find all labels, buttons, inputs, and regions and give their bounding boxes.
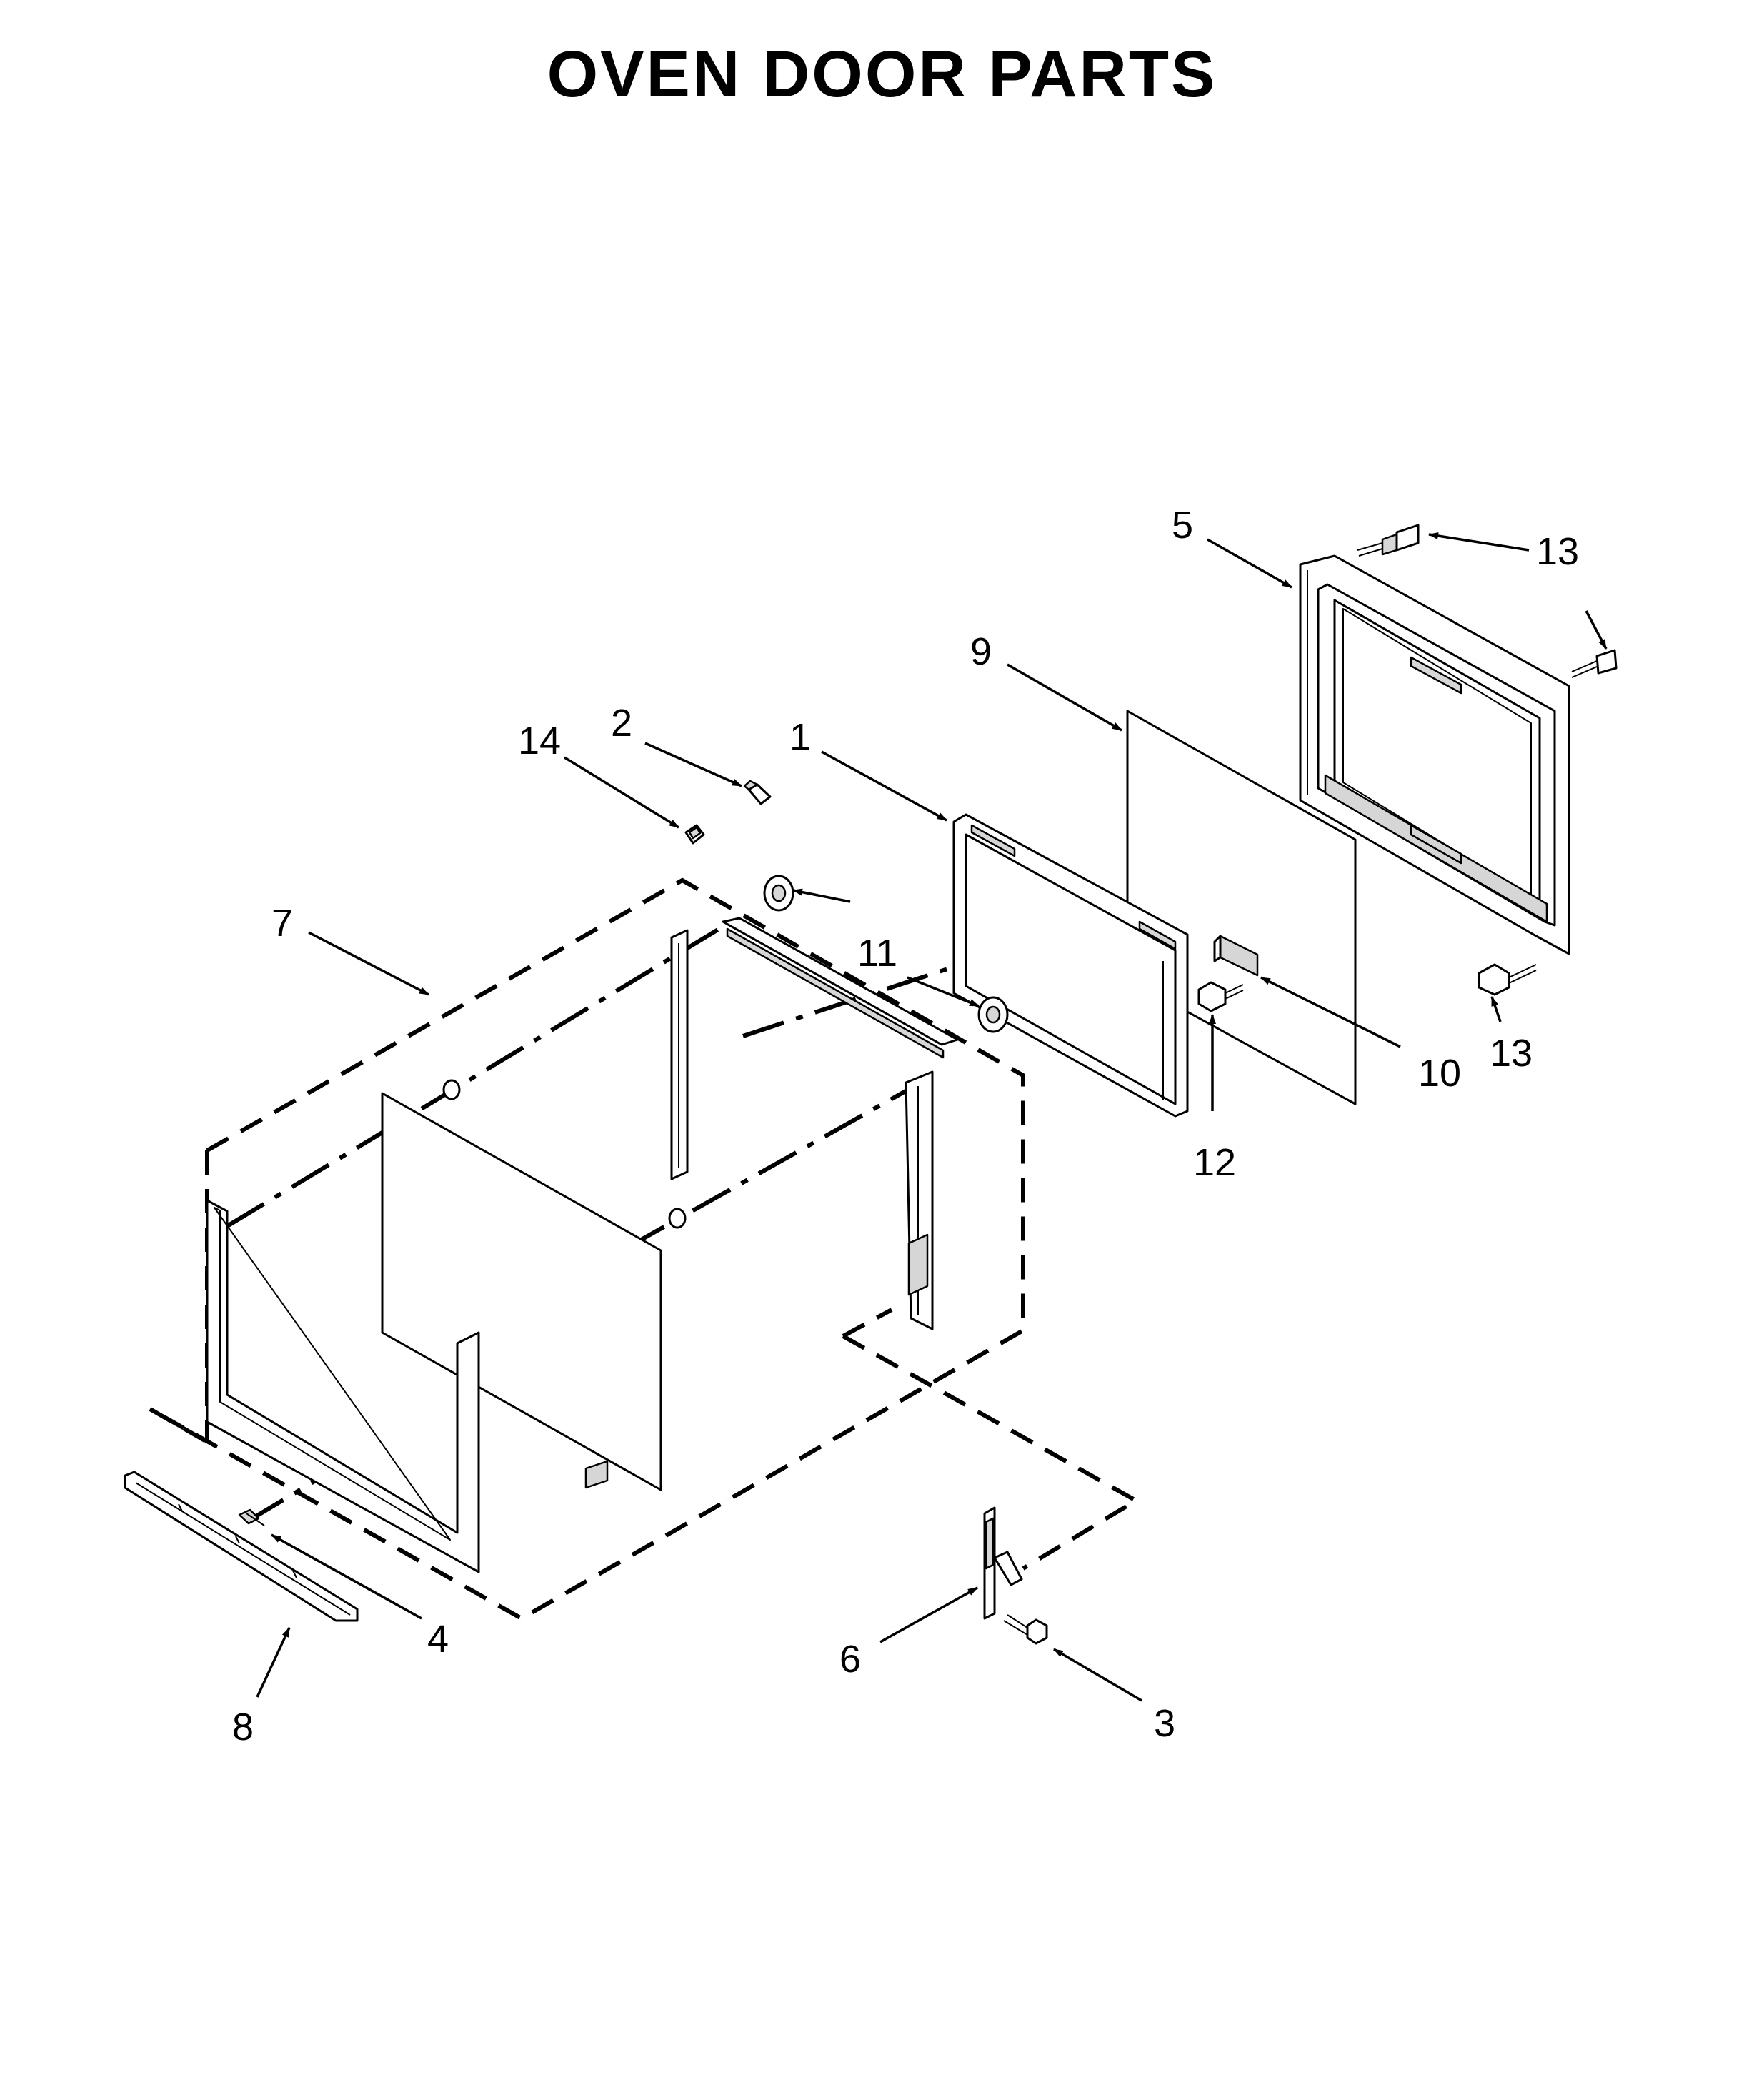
outer-door-frame [1299,554,1570,955]
screw-right [1571,649,1618,678]
callout-7: 7 [271,902,293,945]
roller-bottom [977,996,1009,1033]
screw-bottom-right [1478,963,1537,996]
handle-screw [238,1508,265,1526]
screw-top-left [1357,524,1420,557]
clip-part [743,780,772,805]
callout-6: 6 [839,1638,861,1681]
leader-lines [256,532,1608,1702]
callout-3: 3 [1154,1702,1175,1745]
callout-1: 1 [789,716,811,759]
callout-5: 5 [1172,504,1193,547]
bracket-screw [1197,981,1244,1012]
callout-12: 12 [1193,1141,1236,1184]
callout-13-bottom: 13 [1490,1032,1533,1075]
callout-13-top: 13 [1536,530,1579,573]
callout-4: 4 [427,1618,449,1661]
callout-9: 9 [970,630,992,673]
callout-14: 14 [518,720,561,762]
door-front-frame [206,1199,480,1573]
callout-11: 11 [857,932,897,975]
small-bracket-part [684,824,705,845]
callout-labels: 5 13 9 1 2 14 7 11 10 13 12 4 6 3 8 [232,504,1579,1748]
door-bracket [1213,935,1259,977]
inner-door-frame [952,813,1189,1118]
diagram-title: OVEN DOOR PARTS [547,38,1217,111]
door-hinge [983,1506,1023,1620]
callout-10: 10 [1418,1052,1461,1095]
roller-top [763,875,794,912]
door-side-channels [670,917,959,1330]
callout-8: 8 [232,1706,254,1748]
callout-2: 2 [611,702,632,745]
hinge-screw [1003,1614,1048,1645]
glass-spacers [442,1079,687,1229]
inner-glass-panel [381,1092,662,1491]
door-handle-trim [124,1471,359,1622]
